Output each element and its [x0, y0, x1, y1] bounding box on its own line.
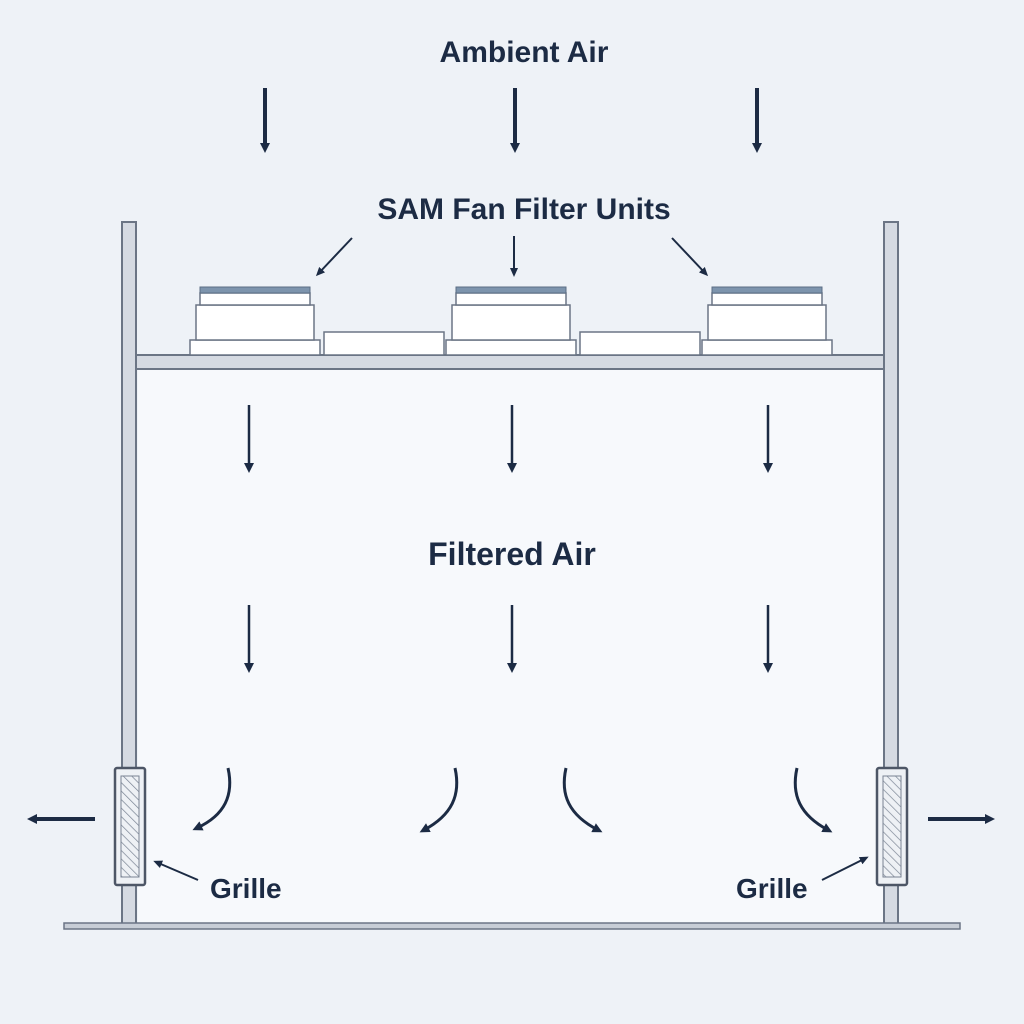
curved-airflow-arrow — [192, 767, 232, 831]
floor — [63, 922, 961, 930]
ambient-air-label: Ambient Air — [440, 36, 609, 69]
ceiling-panel — [323, 331, 445, 356]
grille-right-label: Grille — [736, 873, 808, 904]
ceiling-plenum — [121, 354, 887, 370]
unit-pointer-arrow — [315, 237, 353, 277]
grille-left-label: Grille — [210, 873, 282, 904]
curved-airflow-arrow — [562, 767, 603, 833]
fan-filter-units-label: SAM Fan Filter Units — [377, 193, 670, 226]
fan-filter-unit — [189, 286, 321, 356]
unit-pointer-arrow — [671, 237, 709, 277]
grille-pointer-arrow — [153, 860, 199, 881]
filtered-air-label: Filtered Air — [428, 536, 596, 572]
fan-filter-unit — [445, 286, 577, 356]
fan-filter-unit — [701, 286, 833, 356]
curved-airflow-arrow — [793, 767, 833, 833]
ceiling-panel — [579, 331, 701, 356]
grille-pointer-arrow — [821, 856, 869, 881]
curved-airflow-arrow — [419, 767, 459, 833]
grille-right — [875, 766, 909, 887]
grille-left — [113, 766, 147, 887]
